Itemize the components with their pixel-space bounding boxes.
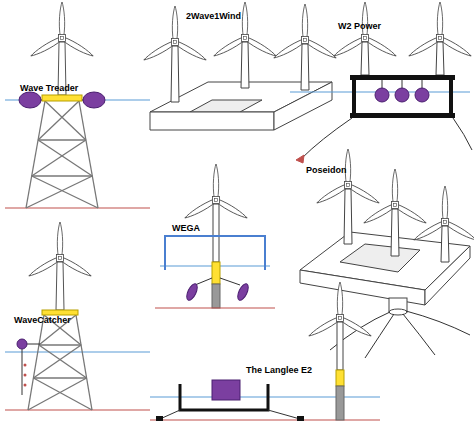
turbine-rotor — [407, 2, 472, 58]
turbine-rotor — [183, 164, 248, 220]
turbine-tower — [301, 44, 309, 90]
platform-notch — [190, 100, 262, 112]
transition-piece — [212, 262, 220, 284]
turbine-rotor — [212, 2, 277, 58]
mooring-line — [268, 410, 300, 419]
wave-float — [17, 339, 27, 349]
turbine-rotor — [272, 4, 337, 60]
turbine-rotor — [315, 149, 380, 205]
platform-column — [449, 80, 453, 115]
turbine-tower — [436, 42, 444, 75]
float-arm — [220, 278, 240, 285]
poseidon-illustration — [300, 149, 474, 358]
twowave-onewind-illustration — [142, 2, 337, 130]
wave-float — [83, 92, 105, 108]
anchor-block — [297, 416, 304, 421]
concept-label: The Langlee E2 — [246, 366, 312, 376]
transition-piece — [42, 95, 82, 101]
wave-paddle — [236, 282, 251, 302]
mooring-lines — [330, 311, 470, 358]
mooring-line — [453, 118, 472, 150]
anchor-block — [156, 416, 163, 421]
wave-float — [415, 88, 429, 102]
rod-marker — [24, 364, 27, 367]
platform-front — [150, 112, 274, 130]
platform-top — [350, 75, 455, 80]
seabed-line — [155, 307, 275, 308]
jacket-structure — [26, 101, 98, 208]
langlee-illustration — [150, 282, 380, 421]
wega-illustration — [155, 164, 275, 308]
float-rod — [22, 349, 23, 395]
platform-notch — [340, 244, 420, 272]
turbine-rotor — [29, 2, 94, 58]
wavecatcher-illustration — [5, 222, 150, 410]
jacket-structure — [28, 315, 92, 410]
turbine-tower — [56, 262, 64, 310]
turbine-tower — [241, 42, 249, 88]
mooring-turret — [389, 309, 407, 315]
transition-piece — [42, 310, 78, 315]
anchor-mark — [296, 155, 304, 163]
mooring-line — [302, 118, 352, 158]
turbine-rotor — [307, 282, 372, 338]
concept-label: WEGA — [172, 224, 200, 234]
wave-paddle — [185, 282, 200, 302]
turbine-tower — [391, 209, 399, 256]
turbine-rotor — [412, 186, 474, 242]
wave-float — [375, 88, 389, 102]
turbine-rotor — [27, 222, 92, 278]
water-line — [5, 351, 150, 352]
turbine-tower — [441, 226, 449, 262]
platform-bottom — [350, 113, 455, 118]
concept-label: WaveCatcher — [14, 316, 71, 326]
monopile — [212, 284, 220, 308]
seabed-line — [150, 419, 380, 420]
platform-column — [352, 80, 356, 115]
float-arm — [195, 278, 212, 285]
water-line — [150, 396, 380, 397]
turbine-tower — [213, 204, 219, 262]
seabed-line — [5, 409, 150, 410]
wave-float — [19, 92, 41, 108]
concept-label: Poseidon — [306, 166, 347, 176]
turbine-tower — [171, 46, 179, 102]
wave-float — [395, 88, 409, 102]
rod-marker — [24, 384, 27, 387]
turbine-rotor — [332, 2, 397, 58]
concept-label: Wave Treader — [20, 84, 78, 94]
wave-treader-illustration — [5, 2, 150, 208]
turbine-tower — [344, 189, 352, 244]
concept-label: W2 Power — [338, 22, 381, 32]
turbine-tower — [361, 42, 369, 75]
turbine-tower — [337, 322, 343, 370]
turbine-rotor — [362, 169, 427, 225]
transition-piece — [336, 370, 344, 386]
rod-marker — [24, 374, 27, 377]
monopile — [336, 386, 344, 420]
concept-label: 2Wave1Wind — [186, 12, 241, 22]
w2-power-illustration — [290, 2, 473, 163]
wave-converter — [212, 380, 240, 400]
